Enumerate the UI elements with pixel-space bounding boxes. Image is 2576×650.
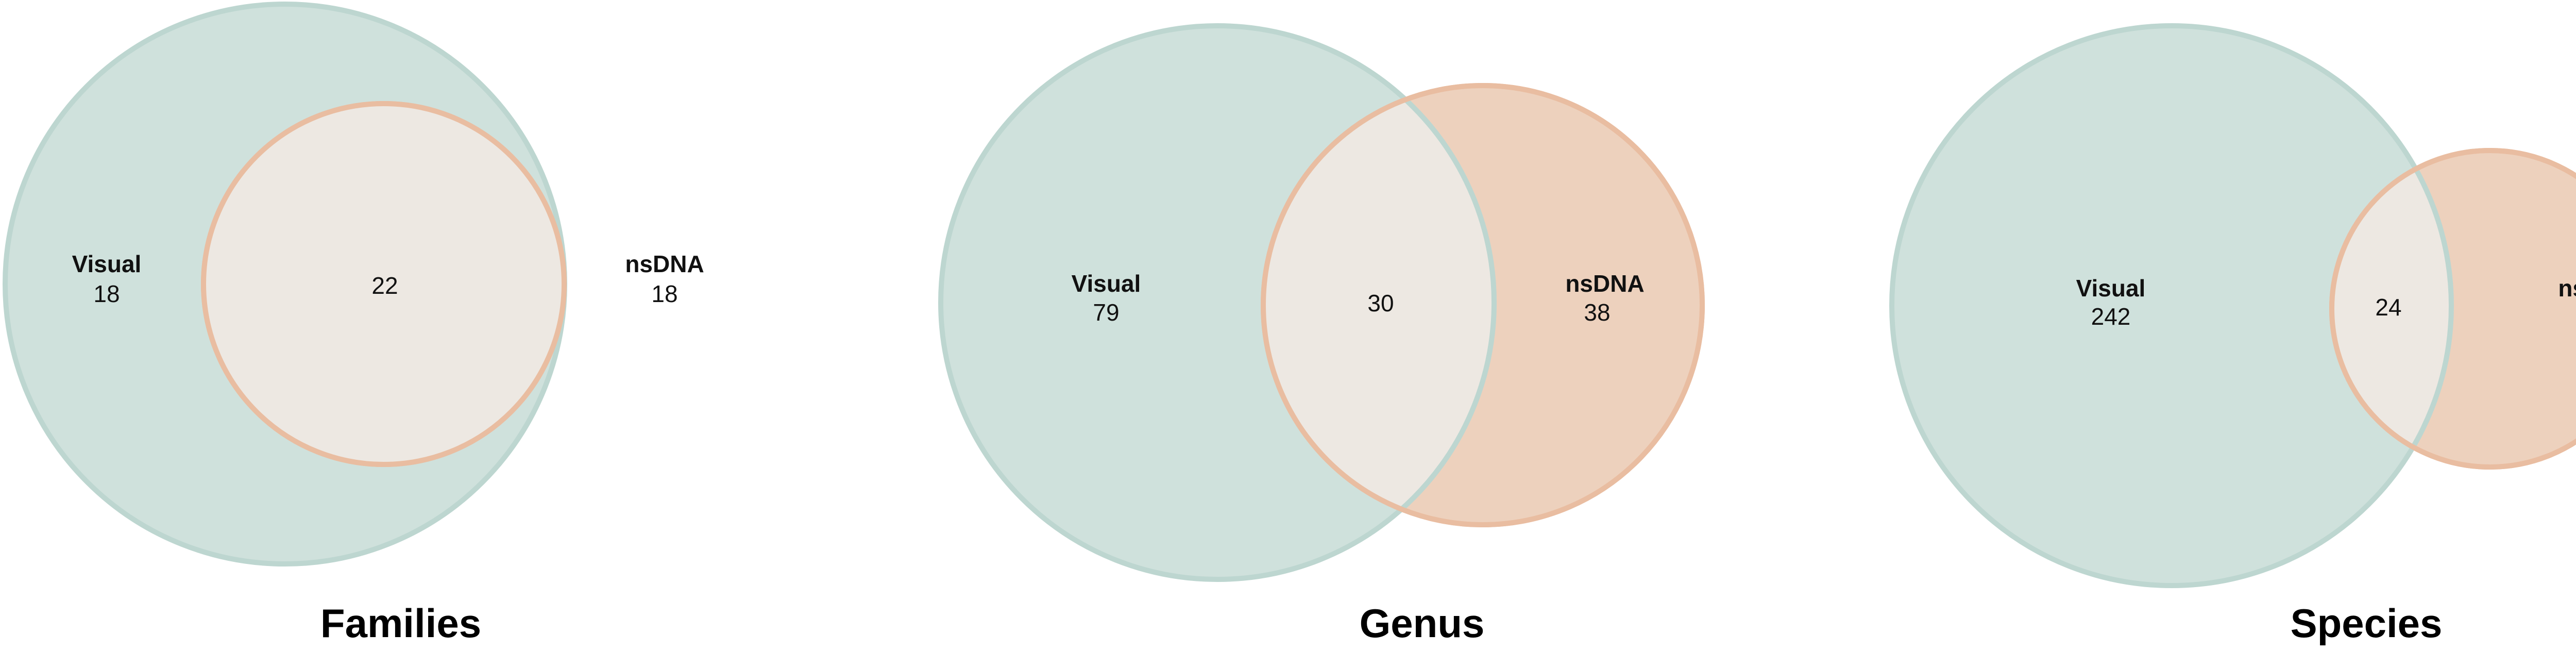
- visual-only-count: 242: [2091, 303, 2131, 330]
- visual-set-label: Visual: [1072, 270, 1141, 297]
- venn-panel-genus: Visual 79 30 nsDNA 38 Genus: [938, 23, 1705, 646]
- panel-title: Genus: [1360, 601, 1485, 646]
- overlap-count: 22: [371, 272, 398, 299]
- nsdna-outline: [201, 101, 567, 467]
- nsdna-set-label: nsDNA: [1565, 270, 1644, 297]
- nsdna-set-label: nsDNA: [625, 251, 704, 277]
- visual-only-count: 18: [93, 280, 120, 307]
- overlap-region: [1263, 86, 1494, 525]
- overlap-count: 30: [1367, 290, 1394, 316]
- overlap-region: [204, 104, 564, 464]
- visual-outline-over-overlap: [2332, 151, 2454, 467]
- nsdna-only-count: 38: [1584, 299, 1610, 326]
- nsdna-set-label: nsDNA: [2558, 275, 2576, 302]
- nsdna-outline: [1261, 83, 1705, 527]
- panel-title: Families: [320, 601, 481, 646]
- panel-title: Species: [2291, 601, 2443, 646]
- visual-only-count: 79: [1093, 299, 1119, 326]
- venn-panel-families: Visual 18 22 nsDNA 18 Families: [3, 2, 704, 646]
- nsdna-outline: [2329, 148, 2576, 470]
- visual-outline-over-overlap: [1263, 86, 1497, 525]
- nsdna-only-count: 18: [651, 280, 677, 307]
- overlap-count: 24: [2375, 294, 2401, 321]
- venn-panel-species: Visual 242 24 nsDNA 63 Species: [1889, 23, 2576, 646]
- visual-set-label: Visual: [72, 251, 142, 277]
- visual-set-label: Visual: [2076, 275, 2146, 302]
